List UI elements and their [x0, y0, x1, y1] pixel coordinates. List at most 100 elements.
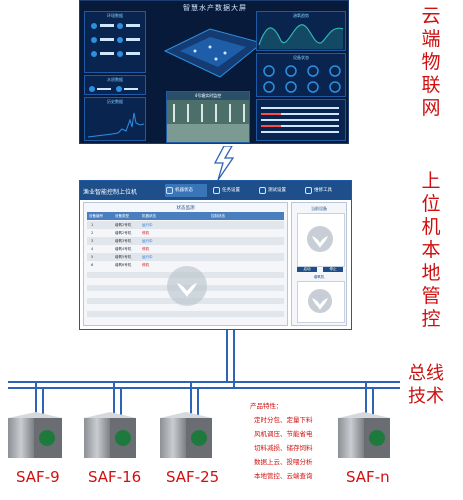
wireless-link-icon	[213, 146, 235, 180]
cell-id: 1	[91, 223, 94, 227]
trend-panel: 溶氧趋势	[256, 11, 346, 51]
table-header: 设备编号 设备类型 机器状态 控制状态	[87, 212, 284, 220]
cell-type: 增氧4号机	[115, 247, 132, 251]
history-panel-title: 历史数据	[107, 99, 123, 104]
drop-3b	[197, 387, 199, 416]
local-label: 上位机本地管控	[421, 170, 441, 330]
device-label-3: SAF-25	[166, 468, 220, 486]
device-status-icons	[263, 65, 341, 93]
cell-id: 3	[91, 239, 94, 243]
device-status-panel: 设备状态	[256, 53, 346, 97]
bus-line-top	[8, 381, 400, 383]
bus-label: 总线 技术	[408, 363, 444, 407]
globe-icon	[259, 187, 266, 194]
calendar-icon	[213, 187, 220, 194]
side-subtitle: 增氧机	[313, 275, 325, 279]
feature-line-3: 切料减损、储存饲料	[254, 444, 313, 452]
trend-chart	[258, 24, 344, 49]
feeder-devices	[8, 412, 390, 458]
tab-machine-status[interactable]: 机器状态	[165, 184, 207, 197]
tab-task-settings[interactable]: 任务设置	[212, 184, 254, 197]
features-title: 产品特性：	[250, 402, 283, 410]
bus-link-a	[226, 330, 228, 382]
feeder-1	[8, 412, 62, 458]
cell-type: 增氧2号机	[115, 231, 132, 235]
feature-line-1: 定时分包、定量下料	[254, 416, 313, 424]
feeder-3	[160, 412, 212, 458]
feature-line-4: 数据上云、投喂分析	[254, 458, 313, 466]
table-row[interactable]: 5 增氧5号机 运行中	[87, 253, 284, 261]
feature-line-2: 风机调压、节能省电	[254, 430, 313, 438]
drop-4b	[372, 387, 374, 416]
table-row[interactable]: 4 增氧4号机 停机	[87, 245, 284, 253]
drop-3a	[190, 381, 192, 416]
cloud-label: 云端物联网	[421, 5, 441, 119]
dashboard-title: 智慧水产数据大屏	[183, 4, 247, 12]
cell-status: 运行中	[142, 255, 153, 259]
cell-id: 6	[91, 263, 94, 267]
history-chart	[87, 112, 145, 138]
monitor-icon	[166, 187, 173, 194]
feeder-2	[84, 412, 136, 458]
wrench-icon	[305, 187, 312, 194]
cell-type: 增氧5号机	[115, 255, 132, 259]
drop-1a	[35, 381, 37, 416]
device-label-1: SAF-9	[16, 468, 60, 486]
device-label-4: SAF-n	[346, 468, 390, 486]
trend-panel-title: 溶氧趋势	[293, 13, 309, 18]
feeder-4	[338, 412, 390, 458]
start-button[interactable]: 启动	[297, 267, 317, 272]
cell-status: 运行中	[142, 223, 153, 227]
feature-line-5: 本地管控、云端查询	[254, 472, 313, 480]
device-image-box-2	[297, 281, 345, 323]
cell-type: 增氧2号机	[115, 223, 132, 227]
water-panel-title: 水质数据	[107, 77, 123, 82]
logo-watermark-icon	[167, 266, 207, 306]
drop-4a	[365, 381, 367, 416]
drop-2b	[120, 387, 122, 416]
host-title: 渔业智能控制上位机	[83, 189, 138, 196]
cell-id: 5	[91, 255, 94, 259]
status-table-title: 状态监测	[176, 206, 195, 211]
cell-status: 停机	[142, 247, 149, 251]
cell-status: 停机	[142, 263, 149, 267]
video-feed-image	[167, 100, 249, 142]
video-panel-title: 4号塘实时监控	[194, 93, 222, 98]
table-row[interactable]: 6 增氧6号机 停机	[87, 261, 284, 269]
alarm-list	[261, 107, 339, 133]
tab-maintenance-tools[interactable]: 维修工具	[304, 184, 344, 197]
cell-id: 2	[91, 231, 94, 235]
water-panel: 水质数据	[84, 75, 146, 95]
env-icons	[91, 23, 140, 57]
video-panel: 4号塘实时监控	[166, 91, 250, 143]
cell-status: 停机	[142, 231, 149, 235]
alarm-panel	[256, 99, 346, 141]
device-image-box	[297, 213, 345, 267]
table-row[interactable]: 2 增氧2号机 停机	[87, 229, 284, 237]
cell-type: 增氧6号机	[115, 263, 132, 267]
tab-test-settings[interactable]: 测试设置	[258, 184, 300, 197]
env-panel-title: 环境数据	[107, 13, 123, 18]
stop-button[interactable]: 停止	[323, 267, 343, 272]
device-status-title: 设备状态	[293, 55, 309, 60]
cell-type: 增氧3号机	[115, 239, 132, 243]
table-row[interactable]: 3 增氧3号机 运行中	[87, 237, 284, 245]
drop-1b	[42, 387, 44, 416]
device-logo-icon-2	[308, 289, 332, 313]
table-row[interactable]: 1 增氧2号机 运行中	[87, 221, 284, 229]
history-panel: 历史数据	[84, 97, 146, 141]
device-side-panel: 当前设备 启动 停止 增氧机	[291, 202, 347, 326]
device-logo-icon	[307, 226, 333, 252]
host-titlebar: 渔业智能控制上位机 机器状态 任务设置 测试设置 维修工具	[80, 181, 351, 200]
env-panel: 环境数据	[84, 11, 146, 73]
drop-2a	[113, 381, 115, 416]
pond-3d-map	[163, 28, 264, 78]
cloud-dashboard: 智慧水产数据大屏 环境数据 水质数据 历史数据 4号塘实时监控	[79, 0, 349, 144]
bus-line-bottom	[8, 387, 400, 389]
water-icons	[89, 86, 138, 92]
bus-link-b	[233, 330, 235, 388]
cell-status: 运行中	[142, 239, 153, 243]
cell-id: 4	[91, 247, 94, 251]
side-title: 当前设备	[311, 206, 327, 211]
